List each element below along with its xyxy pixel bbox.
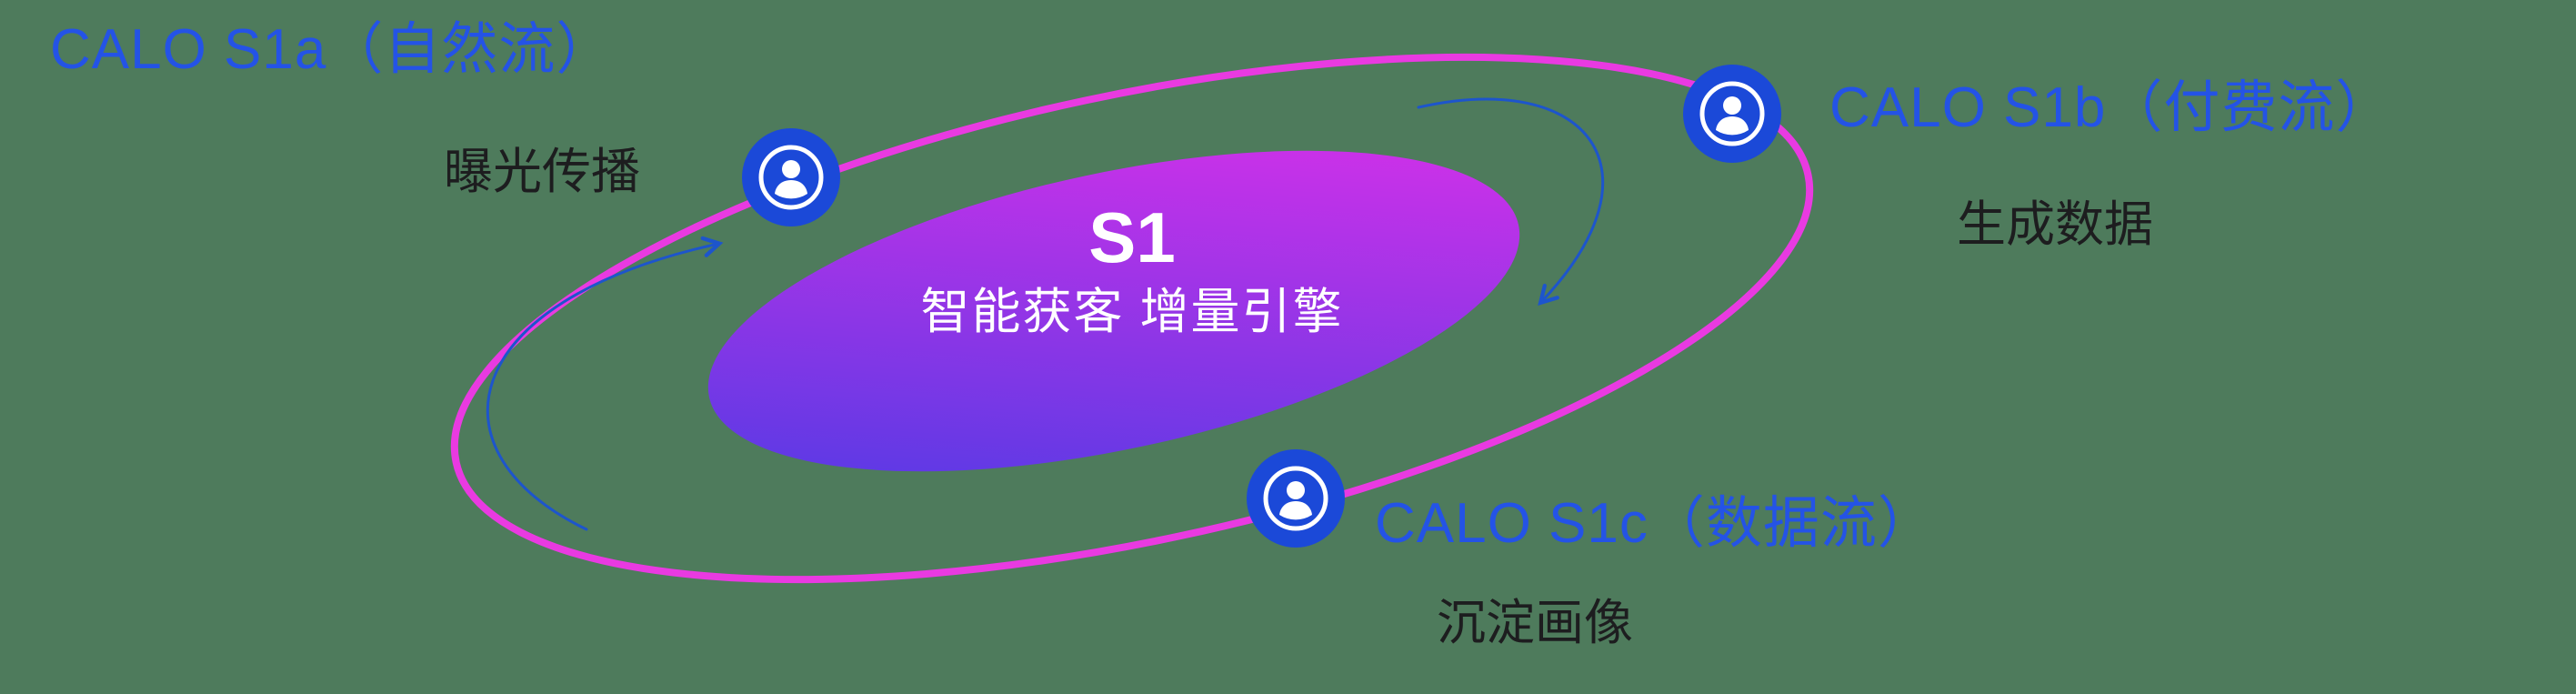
node-s1b <box>1682 64 1782 164</box>
node-s1c <box>1246 448 1346 548</box>
arrow-left <box>486 236 724 531</box>
label-s1b: CALO S1b（付费流） <box>1829 76 2393 139</box>
label-s1a: CALO S1a（自然流） <box>50 18 614 81</box>
core-text: S1 智能获客 增量引擎 <box>859 202 1405 337</box>
node-s1a <box>741 127 841 227</box>
arrow-right <box>1417 97 1605 307</box>
core-subtitle: 智能获客 增量引擎 <box>920 285 1344 339</box>
orbit-ring <box>450 53 1814 584</box>
sublabel-s1b: 生成数据 <box>1957 197 2153 252</box>
person-icon <box>1683 65 1781 163</box>
label-s1c: CALO S1c（数据流） <box>1375 492 1935 555</box>
sublabel-s1a: 曝光传播 <box>444 145 640 199</box>
person-icon <box>742 128 840 226</box>
core-title: S1 <box>1088 197 1176 277</box>
core-ellipse <box>707 150 1520 472</box>
sublabel-s1c: 沉淀画像 <box>1437 596 1633 650</box>
person-icon <box>1247 449 1345 548</box>
